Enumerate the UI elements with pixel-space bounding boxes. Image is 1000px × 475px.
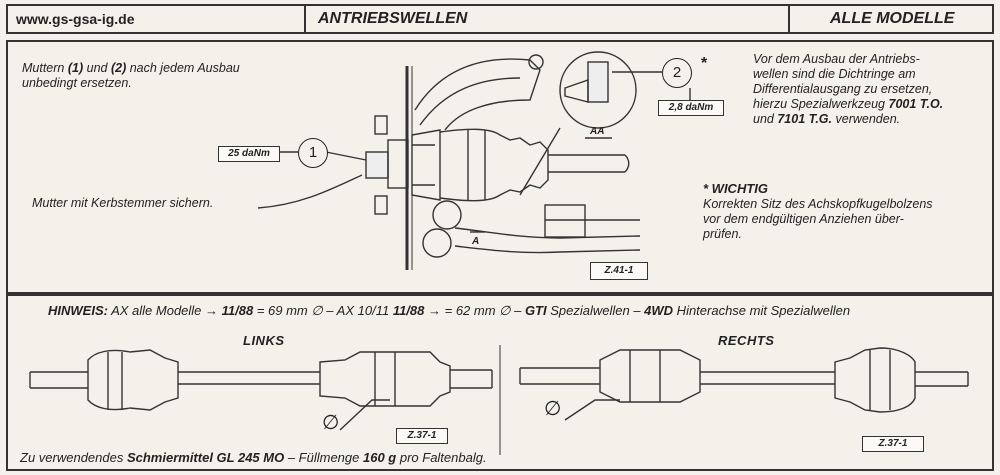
lubricant-note: Zu verwendendes Schmiermittel GL 245 MO … — [20, 450, 720, 465]
note-text: – Füllmenge — [284, 450, 363, 465]
tool-number: 7001 T.O. — [888, 97, 944, 111]
hinweis-line: HINWEIS: AX alle Modelle → 11/88 = 69 mm… — [48, 303, 988, 318]
important-note: * WICHTIG Korrekten Sitz des Achskopfkug… — [703, 181, 988, 242]
torque-label-2: 2,8 daNm — [658, 100, 724, 116]
note-text: Zu verwendendes — [20, 450, 127, 465]
top-panel — [6, 40, 994, 294]
callout-2: 2 — [662, 58, 692, 88]
important-title: * WICHTIG — [703, 181, 768, 196]
tool-number: 7101 T.G. — [777, 112, 833, 126]
page-title: ANTRIEBSWELLEN — [318, 10, 468, 27]
lubricant-name: Schmiermittel GL 245 MO — [126, 450, 285, 465]
note-text: wellen sind die Dichtringe am — [753, 67, 916, 81]
section-marker-aa: AA — [590, 126, 605, 137]
note-text: hierzu Spezialwerkzeug — [753, 97, 889, 111]
callout-2-star: * — [701, 55, 708, 72]
note-text: Korrekten Sitz des Achskopfkugelbolzens — [703, 197, 933, 211]
hinweis-text: AX alle Modelle → — [107, 303, 222, 318]
note-text: nach jedem Ausbau — [126, 61, 240, 75]
diameter-symbol-right: ∅ — [544, 398, 562, 420]
site-url: www.gs-gsa-ig.de — [16, 11, 135, 27]
replace-nuts-note: Muttern (1) und (2) nach jedem Ausbau un… — [22, 61, 322, 91]
right-shaft-label: RECHTS — [718, 333, 775, 348]
secure-nut-note: Mutter mit Kerbstemmer sichern. — [32, 196, 214, 210]
header-divider — [304, 6, 306, 32]
hinweis-text: = 69 mm ∅ – AX 10/11 — [253, 303, 393, 318]
hinweis-label: HINWEIS: — [48, 303, 108, 318]
figure-number-right: Z.37-1 — [862, 436, 924, 452]
header-bar: www.gs-gsa-ig.de ANTRIEBSWELLEN ALLE MOD… — [6, 4, 994, 34]
torque-label-1: 25 daNm — [218, 146, 280, 162]
note-text: unbedingt ersetzen. — [22, 76, 132, 90]
diameter-symbol-left: ∅ — [322, 412, 340, 434]
note-text: prüfen. — [703, 227, 742, 241]
hinweis-text: Spezialwellen – — [546, 303, 645, 318]
note-text: und — [83, 61, 111, 75]
header-divider — [788, 6, 790, 32]
note-text: Differentialausgang zu ersetzen, — [753, 82, 933, 96]
hinweis-model: 4WD — [644, 303, 674, 318]
hinweis-text: Hinterachse mit Spezialwellen — [673, 303, 851, 318]
left-shaft-label: LINKS — [243, 333, 285, 348]
note-text: verwenden. — [832, 112, 901, 126]
fill-quantity: 160 g — [362, 450, 397, 465]
models-label: ALLE MODELLE — [830, 10, 955, 27]
hinweis-date: 11/88 — [392, 303, 425, 318]
section-marker-a: A — [472, 236, 480, 247]
bottom-panel — [6, 294, 994, 471]
figure-number-top: Z.41-1 — [590, 262, 648, 280]
callout-1: 1 — [298, 138, 328, 168]
hinweis-model: GTI — [524, 303, 547, 318]
seal-replacement-note: Vor dem Ausbau der Antriebs- wellen sind… — [753, 52, 985, 127]
nut-2-ref: (2) — [110, 61, 127, 75]
note-text: und — [753, 112, 778, 126]
note-text: Vor dem Ausbau der Antriebs- — [753, 52, 920, 66]
figure-number-left: Z.37-1 — [396, 428, 448, 444]
note-text: pro Faltenbalg. — [396, 450, 487, 465]
note-text: Muttern — [22, 61, 68, 75]
hinweis-date: 11/88 — [221, 303, 254, 318]
hinweis-text: → = 62 mm ∅ – — [424, 303, 525, 318]
nut-1-ref: (1) — [67, 61, 84, 75]
note-text: vor dem endgültigen Anziehen über- — [703, 212, 904, 226]
